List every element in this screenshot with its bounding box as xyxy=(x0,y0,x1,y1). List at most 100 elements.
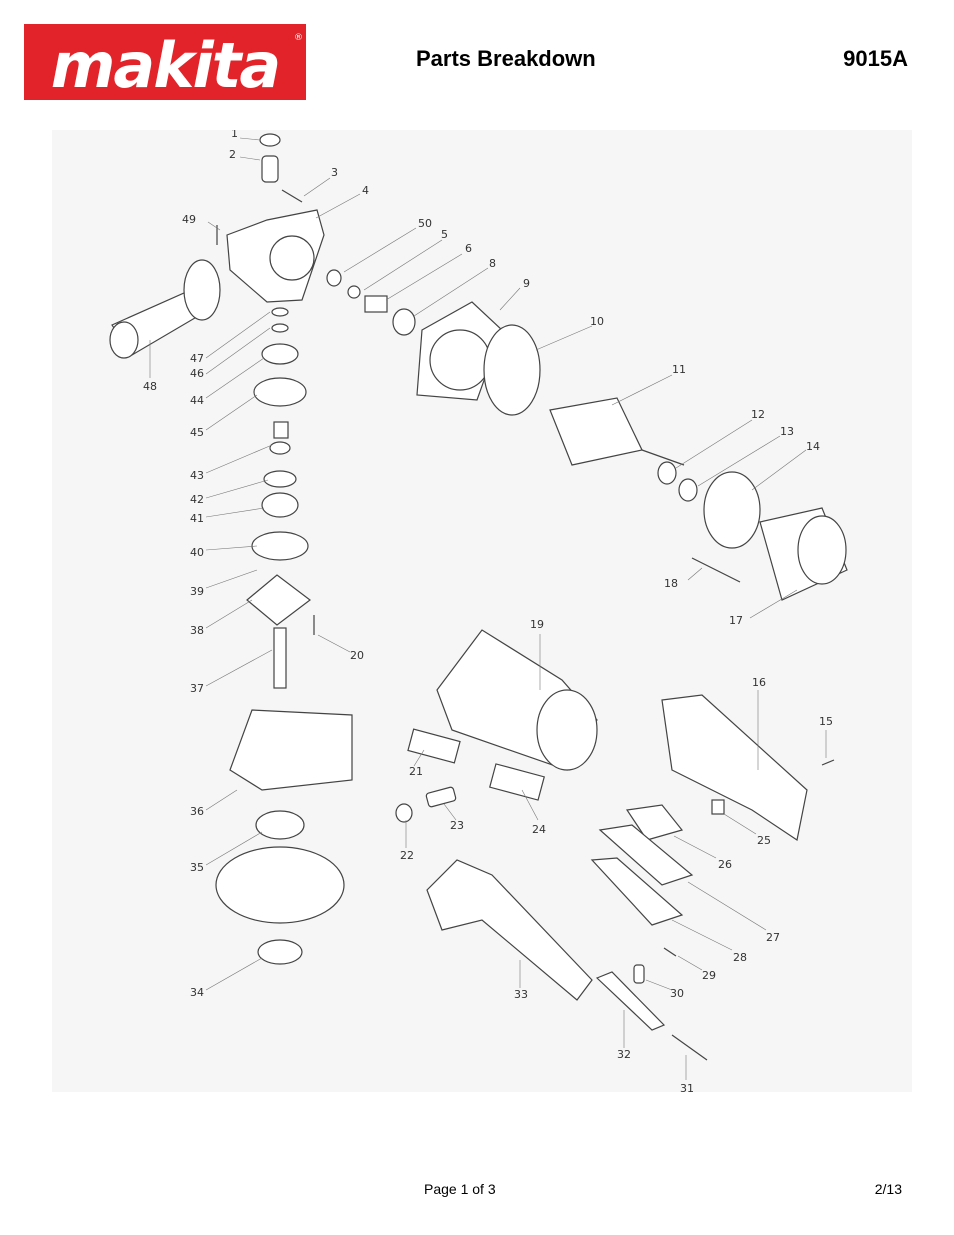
part-3-shape xyxy=(281,189,303,203)
part-45-shape xyxy=(253,377,307,407)
part-2-shape xyxy=(261,155,279,183)
part-label: 50 xyxy=(418,217,432,230)
makita-logo-mark: makita ® xyxy=(24,24,306,102)
part-14-shape xyxy=(703,471,761,549)
part-label: 34 xyxy=(190,986,204,999)
page-indicator: Page 1 of 3 xyxy=(424,1181,496,1197)
part-label: 30 xyxy=(670,987,684,1000)
part-label: 3 xyxy=(331,166,338,179)
svg-text:®: ® xyxy=(294,33,303,43)
part-23-shape xyxy=(425,786,457,808)
part-label: 43 xyxy=(190,469,204,482)
part-9-bore xyxy=(429,329,491,391)
part-35-shape xyxy=(255,810,305,840)
part-number-labels: 1 2 3 4 5 6 8 9 10 11 12 13 14 15 16 17 … xyxy=(143,130,833,1092)
part-44-shape xyxy=(261,343,299,365)
part-label: 35 xyxy=(190,861,204,874)
part-label: 36 xyxy=(190,805,204,818)
model-number: 9015A xyxy=(843,46,908,71)
part-13-shape xyxy=(678,478,698,502)
part-46-shape xyxy=(271,323,289,333)
part-15-shape xyxy=(821,759,835,766)
part-label: 15 xyxy=(819,715,833,728)
part-label: 48 xyxy=(143,380,157,393)
part-label: 37 xyxy=(190,682,204,695)
svg-text:makita: makita xyxy=(51,29,279,100)
part-48-grip xyxy=(109,321,139,359)
part-label: 9 xyxy=(523,277,530,290)
part-42-shape xyxy=(263,470,297,488)
part-label: 24 xyxy=(532,823,546,836)
part-label: 41 xyxy=(190,512,204,525)
part-18-shape xyxy=(691,557,741,583)
part-41-shape xyxy=(261,492,299,518)
part-label: 13 xyxy=(780,425,794,438)
part-label: 32 xyxy=(617,1048,631,1061)
part-label: 20 xyxy=(350,649,364,662)
part-16-shape xyxy=(661,694,808,841)
part-43-collar xyxy=(269,441,291,455)
part-label: 19 xyxy=(530,618,544,631)
exploded-parts-diagram: 1 2 3 4 5 6 8 9 10 11 12 13 14 15 16 17 … xyxy=(52,130,912,1092)
part-21-shape xyxy=(407,728,461,764)
part-6-shape xyxy=(364,295,388,313)
part-40-shape xyxy=(251,531,309,561)
part-47-shape xyxy=(271,307,289,317)
part-19-front xyxy=(536,689,598,771)
part-37-shape xyxy=(273,627,287,689)
part-label: 45 xyxy=(190,426,204,439)
part-label: 42 xyxy=(190,493,204,506)
part-label: 29 xyxy=(702,969,716,982)
part-48-flange xyxy=(183,259,221,321)
part-label: 17 xyxy=(729,614,743,627)
part-label: 8 xyxy=(489,257,496,270)
part-label: 28 xyxy=(733,951,747,964)
part-label: 23 xyxy=(450,819,464,832)
page-title: Parts Breakdown xyxy=(416,46,596,71)
part-11-shape xyxy=(549,397,643,466)
part-label: 10 xyxy=(590,315,604,328)
part-50-shape xyxy=(326,269,342,287)
part-label: 25 xyxy=(757,834,771,847)
leader-lines xyxy=(149,137,827,1080)
part-43-shape xyxy=(273,421,289,439)
part-label: 27 xyxy=(766,931,780,944)
part-25-shape xyxy=(711,799,725,815)
part-24-shape xyxy=(489,763,545,801)
part-label: 21 xyxy=(409,765,423,778)
part-34-shape xyxy=(257,939,303,965)
revision-date: 2/13 xyxy=(874,1181,902,1197)
part-33-shape xyxy=(426,859,593,1001)
part-1-shape xyxy=(259,133,281,147)
part-10-shape xyxy=(483,324,541,416)
makita-logo: makita ® xyxy=(24,24,306,102)
wheel-shape xyxy=(215,846,345,924)
part-26-shape xyxy=(625,804,684,841)
part-label: 4 xyxy=(362,184,369,197)
part-label: 6 xyxy=(465,242,472,255)
part-28-shape xyxy=(590,857,684,926)
part-11-shaft xyxy=(641,449,685,466)
part-label: 11 xyxy=(672,363,686,376)
part-label: 39 xyxy=(190,585,204,598)
part-label: 2 xyxy=(229,148,236,161)
part-17-bore xyxy=(797,515,847,585)
part-label: 1 xyxy=(231,130,238,140)
part-label: 31 xyxy=(680,1082,694,1092)
part-label: 16 xyxy=(752,676,766,689)
part-30-shape xyxy=(633,964,645,984)
part-36-shape xyxy=(229,709,353,791)
part-label: 40 xyxy=(190,546,204,559)
part-22-shape xyxy=(395,803,413,823)
part-label: 46 xyxy=(190,367,204,380)
part-label: 33 xyxy=(514,988,528,1001)
part-29-shape xyxy=(663,947,677,957)
part-label: 26 xyxy=(718,858,732,871)
part-27-shape xyxy=(598,824,694,886)
part-12-shape xyxy=(657,461,677,485)
part-label: 14 xyxy=(806,440,820,453)
part-38-shape xyxy=(246,574,311,626)
part-label: 44 xyxy=(190,394,204,407)
part-label: 12 xyxy=(751,408,765,421)
part-label: 38 xyxy=(190,624,204,637)
